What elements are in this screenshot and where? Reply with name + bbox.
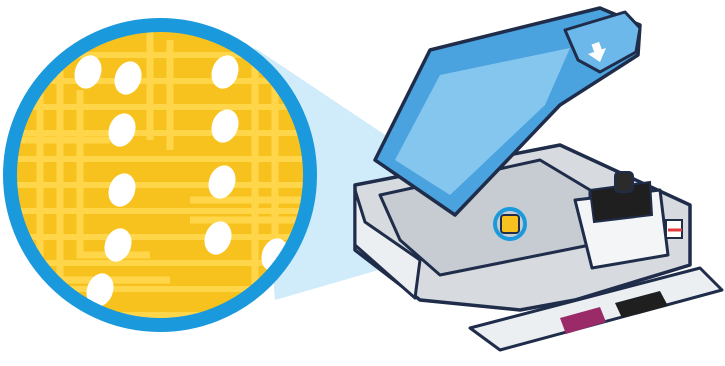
cartridge-cap (615, 172, 633, 192)
